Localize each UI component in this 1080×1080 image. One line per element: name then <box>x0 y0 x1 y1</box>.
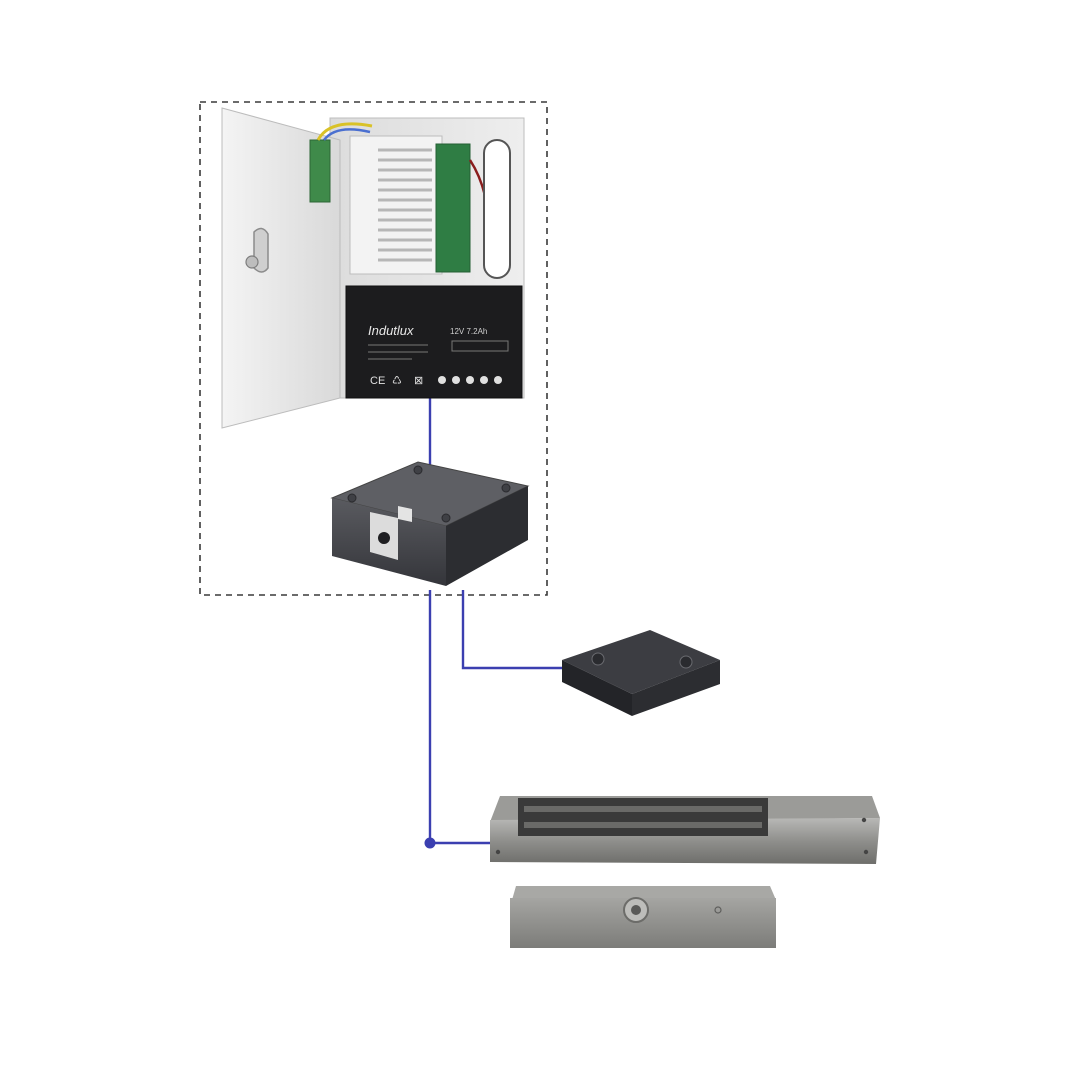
psu-module <box>349 135 443 275</box>
enclosure-dashed-outline <box>199 101 548 596</box>
psu-vent-slots <box>378 148 432 262</box>
screw-hole-icon <box>591 652 605 666</box>
battery-spec: 12V 7.2Ah <box>450 327 487 336</box>
battery-mark: ⊠ <box>414 375 423 387</box>
wire-junction-dot <box>424 837 436 849</box>
maglock-core <box>518 798 768 836</box>
side-circuit-board <box>309 139 331 203</box>
latch-knob-icon <box>245 255 259 269</box>
lock-controller <box>330 461 530 586</box>
jack-hole-icon <box>378 532 390 544</box>
battery <box>345 285 523 399</box>
card-reader-pad <box>562 630 720 716</box>
wire-controller-to-reader <box>461 590 566 670</box>
reader-front <box>562 660 632 716</box>
battery-mark: ♺ <box>392 375 402 387</box>
armature-pin-icon <box>714 906 722 914</box>
wires <box>428 398 566 845</box>
battery-mark: CE <box>370 375 385 387</box>
blue-wire <box>323 128 371 141</box>
controller-side <box>446 486 528 586</box>
armature-plate <box>510 886 776 948</box>
battery-marks: CE ♺ ⊠ <box>370 375 423 387</box>
power-supply-enclosure: Indutlux 12V 7.2Ah CE ♺ ⊠ <box>221 107 525 429</box>
reader-top <box>562 630 720 694</box>
reader-side <box>632 660 720 716</box>
battery-symbols <box>438 376 502 384</box>
screw-hole-icon <box>679 655 693 669</box>
yellow-wire <box>316 122 373 141</box>
battery-brand: Indutlux <box>368 323 414 338</box>
electromagnetic-lock <box>490 796 880 864</box>
cabinet-slot <box>483 139 511 279</box>
battery-fine-print <box>368 340 509 360</box>
psu-terminal-board <box>435 143 471 273</box>
armature-top <box>512 886 776 900</box>
